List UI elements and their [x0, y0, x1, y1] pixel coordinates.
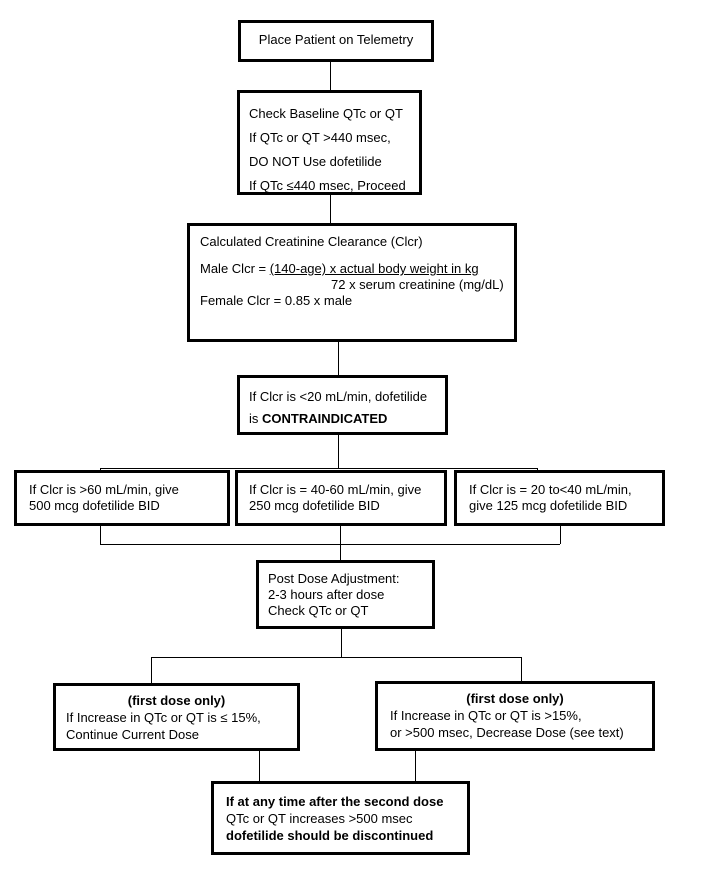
- baseline-line-4: If QTc ≤440 msec, Proceed: [249, 178, 406, 193]
- baseline-qtc-box: Check Baseline QTc or QT If QTc or QT >4…: [237, 90, 422, 195]
- continue-heading: (first dose only): [127, 693, 226, 708]
- split-bar-top: [100, 468, 537, 469]
- connector-2-3: [330, 195, 331, 223]
- dose-500-line-2: 500 mcg dofetilide BID: [29, 498, 160, 514]
- dose-250-line-1: If Clcr is = 40-60 mL/min, give: [249, 482, 422, 497]
- connector-1-2: [330, 62, 331, 90]
- decrease-dose-box: (first dose only) If Increase in QTc or …: [375, 681, 655, 751]
- drop-lower-right: [521, 657, 522, 681]
- contraindicated-box: If Clcr is <20 mL/min, dofetilide is CON…: [237, 375, 448, 435]
- dose-125-line-2: give 125 mcg dofetilide BID: [469, 498, 628, 514]
- connector-right-final: [415, 751, 416, 781]
- place-telemetry-text: Place Patient on Telemetry: [258, 32, 414, 47]
- decrease-line-1: If Increase in QTc or QT is >15%,: [390, 708, 582, 723]
- dose-125-line-1: If Clcr is = 20 to<40 mL/min,: [469, 482, 632, 497]
- discontinue-line-3: dofetilide should be discontinued: [226, 828, 434, 843]
- decrease-heading: (first dose only): [466, 691, 564, 706]
- baseline-line-2: If QTc or QT >440 msec,: [249, 130, 391, 145]
- baseline-line-3: DO NOT Use dofetilide: [249, 154, 382, 169]
- place-telemetry-box: Place Patient on Telemetry: [238, 20, 434, 62]
- join-bar-bottom: [100, 544, 560, 545]
- contraindicated-line-2: is CONTRAINDICATED: [249, 408, 445, 430]
- baseline-line-1: Check Baseline QTc or QT: [249, 106, 403, 121]
- discontinue-line-1: If at any time after the second dose: [226, 794, 444, 809]
- connector-post-split: [341, 629, 342, 657]
- connector-3-4: [338, 342, 339, 375]
- discontinue-line-2: QTc or QT increases >500 msec: [226, 811, 413, 826]
- post-dose-line-1: Post Dose Adjustment:: [268, 571, 400, 586]
- male-prefix: Male Clcr =: [200, 261, 270, 276]
- contraindicated-bold: CONTRAINDICATED: [262, 411, 388, 426]
- decrease-line-2: or >500 msec, Decrease Dose (see text): [390, 725, 624, 740]
- female-formula: Female Clcr = 0.85 x male: [200, 293, 353, 308]
- rise-right: [560, 526, 561, 544]
- connector-4-split: [338, 435, 339, 468]
- male-denominator: 72 x serum creatinine (mg/dL): [331, 277, 504, 292]
- continue-dose-box: (first dose only) If Increase in QTc or …: [53, 683, 300, 751]
- rise-mid: [340, 526, 341, 560]
- dose-125-box: If Clcr is = 20 to<40 mL/min, give 125 m…: [454, 470, 665, 526]
- connector-left-final: [259, 751, 260, 781]
- dose-250-box: If Clcr is = 40-60 mL/min, give 250 mcg …: [235, 470, 447, 526]
- contraindicated-prefix: is: [249, 411, 262, 426]
- post-dose-line-2: 2-3 hours after dose: [268, 587, 385, 602]
- continue-line-2: Continue Current Dose: [66, 727, 199, 742]
- creatinine-clearance-box: Calculated Creatinine Clearance (Clcr) M…: [187, 223, 517, 342]
- clcr-title: Calculated Creatinine Clearance (Clcr): [200, 234, 423, 249]
- continue-line-1: If Increase in QTc or QT is ≤ 15%,: [66, 710, 261, 725]
- post-dose-box: Post Dose Adjustment: 2-3 hours after do…: [256, 560, 435, 629]
- contraindicated-line-1: If Clcr is <20 mL/min, dofetilide: [249, 389, 428, 404]
- split-bar-lower: [151, 657, 521, 658]
- male-formula: Male Clcr = (140-age) x actual body weig…: [200, 261, 514, 277]
- male-numerator: (140-age) x actual body weight in kg: [269, 261, 479, 276]
- drop-lower-left: [151, 657, 152, 683]
- dose-250-line-2: 250 mcg dofetilide BID: [249, 498, 380, 514]
- dose-500-box: If Clcr is >60 mL/min, give 500 mcg dofe…: [14, 470, 230, 526]
- discontinue-box: If at any time after the second dose QTc…: [211, 781, 470, 855]
- rise-left: [100, 526, 101, 544]
- dose-500-line-1: If Clcr is >60 mL/min, give: [29, 482, 179, 497]
- post-dose-line-3: Check QTc or QT: [268, 603, 369, 618]
